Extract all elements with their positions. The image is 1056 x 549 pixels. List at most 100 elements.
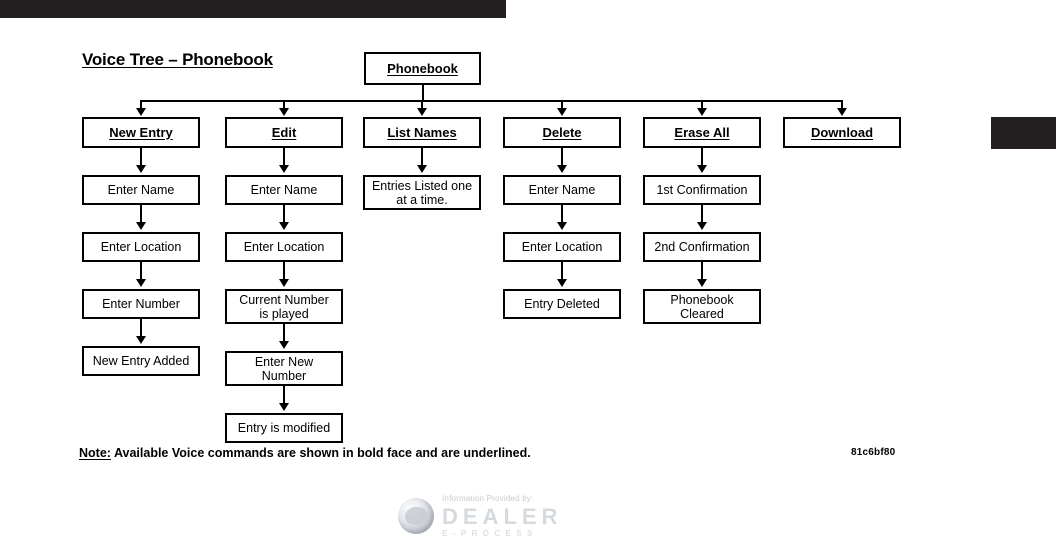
- globe-icon: [398, 498, 434, 534]
- node-label: Enter Name: [107, 183, 175, 197]
- connector-step: [561, 205, 563, 223]
- arrowhead-icon: [697, 108, 707, 116]
- note-text: Available Voice commands are shown in bo…: [110, 446, 531, 460]
- node-step-edit-5: Entry is modified: [225, 413, 343, 443]
- node-label: Enter Name: [250, 183, 318, 197]
- connector-distribution-bus: [140, 100, 843, 102]
- node-step-delete-2: Enter Location: [503, 232, 621, 262]
- node-label: Current Number is played: [239, 292, 329, 321]
- node-command-list-names: List Names: [363, 117, 481, 148]
- node-command-erase-all: Erase All: [643, 117, 761, 148]
- arrowhead-icon: [557, 222, 567, 230]
- scan-artifact-right-block: [991, 117, 1056, 149]
- node-step-erase-all-3: Phonebook Cleared: [643, 289, 761, 324]
- node-command-download: Download: [783, 117, 901, 148]
- connector-step: [283, 148, 285, 166]
- connector-step: [283, 324, 285, 342]
- connector-branch-drop: [701, 100, 703, 109]
- node-label: 2nd Confirmation: [654, 240, 750, 254]
- arrowhead-icon: [557, 165, 567, 173]
- node-step-new-entry-4: New Entry Added: [82, 346, 200, 376]
- node-step-list-names-1: Entries Listed one at a time.: [363, 175, 481, 210]
- connector-step: [283, 386, 285, 404]
- connector-step: [561, 148, 563, 166]
- connector-root-stem: [421, 85, 424, 100]
- node-label: Phonebook Cleared: [670, 292, 734, 321]
- arrowhead-icon: [279, 279, 289, 287]
- arrowhead-icon: [279, 341, 289, 349]
- note-line: Note: Available Voice commands are shown…: [79, 446, 531, 460]
- arrowhead-icon: [557, 108, 567, 116]
- node-label: Erase All: [674, 124, 730, 140]
- arrowhead-icon: [136, 165, 146, 173]
- arrowhead-icon: [417, 165, 427, 173]
- scan-artifact-top-bar: [0, 0, 506, 18]
- arrowhead-icon: [697, 279, 707, 287]
- arrowhead-icon: [557, 279, 567, 287]
- connector-branch-drop: [841, 100, 843, 109]
- connector-step: [561, 262, 563, 280]
- dealer-eprocess-watermark: Information Provided by: DEALER E-PROCES…: [398, 490, 598, 542]
- node-label: Entry Deleted: [524, 297, 600, 311]
- node-label: Enter New Number: [254, 354, 314, 383]
- arrowhead-icon: [837, 108, 847, 116]
- node-label: Phonebook: [387, 60, 458, 76]
- connector-step: [140, 262, 142, 280]
- connector-branch-drop: [421, 100, 423, 109]
- connector-branch-drop: [561, 100, 563, 109]
- connector-step: [421, 148, 423, 166]
- node-label: Entry is modified: [237, 421, 331, 435]
- node-label: New Entry: [109, 124, 173, 140]
- connector-step: [140, 148, 142, 166]
- arrowhead-icon: [136, 108, 146, 116]
- node-command-edit: Edit: [225, 117, 343, 148]
- connector-branch-drop: [140, 100, 142, 109]
- connector-step: [701, 205, 703, 223]
- page-title: Voice Tree – Phonebook: [82, 50, 273, 69]
- node-step-edit-3: Current Number is played: [225, 289, 343, 324]
- watermark-provided-by: Information Provided by:: [442, 493, 534, 503]
- connector-step: [140, 319, 142, 337]
- node-command-delete: Delete: [503, 117, 621, 148]
- connector-step: [283, 205, 285, 223]
- document-code: 81c6bf80: [851, 447, 896, 458]
- node-step-edit-4: Enter New Number: [225, 351, 343, 386]
- node-label: New Entry Added: [92, 354, 190, 368]
- node-step-erase-all-1: 1st Confirmation: [643, 175, 761, 205]
- connector-branch-drop: [283, 100, 285, 109]
- arrowhead-icon: [279, 222, 289, 230]
- node-step-delete-3: Entry Deleted: [503, 289, 621, 319]
- watermark-tagline: E-PROCESS: [442, 528, 538, 538]
- node-step-erase-all-2: 2nd Confirmation: [643, 232, 761, 262]
- node-step-edit-1: Enter Name: [225, 175, 343, 205]
- arrowhead-icon: [697, 165, 707, 173]
- node-label: Enter Location: [521, 240, 603, 254]
- arrowhead-icon: [136, 336, 146, 344]
- node-label: 1st Confirmation: [656, 183, 748, 197]
- connector-step: [701, 148, 703, 166]
- connector-step: [140, 205, 142, 223]
- arrowhead-icon: [279, 108, 289, 116]
- arrowhead-icon: [279, 403, 289, 411]
- watermark-text: Information Provided by: DEALER E-PROCES…: [442, 493, 563, 538]
- connector-step: [701, 262, 703, 280]
- watermark-brand: DEALER: [442, 503, 563, 529]
- arrowhead-icon: [697, 222, 707, 230]
- arrowhead-icon: [136, 222, 146, 230]
- node-step-new-entry-2: Enter Location: [82, 232, 200, 262]
- node-step-edit-2: Enter Location: [225, 232, 343, 262]
- node-label: Edit: [271, 124, 297, 140]
- node-label: Enter Location: [243, 240, 325, 254]
- node-label: Enter Location: [100, 240, 182, 254]
- node-label: Delete: [542, 124, 582, 140]
- arrowhead-icon: [417, 108, 427, 116]
- node-command-new-entry: New Entry: [82, 117, 200, 148]
- note-label: Note:: [79, 446, 111, 460]
- arrowhead-icon: [136, 279, 146, 287]
- node-label: List Names: [387, 124, 457, 140]
- node-label: Entries Listed one at a time.: [371, 178, 473, 207]
- connector-step: [283, 262, 285, 280]
- node-label: Enter Number: [102, 297, 180, 311]
- node-step-new-entry-1: Enter Name: [82, 175, 200, 205]
- arrowhead-icon: [279, 165, 289, 173]
